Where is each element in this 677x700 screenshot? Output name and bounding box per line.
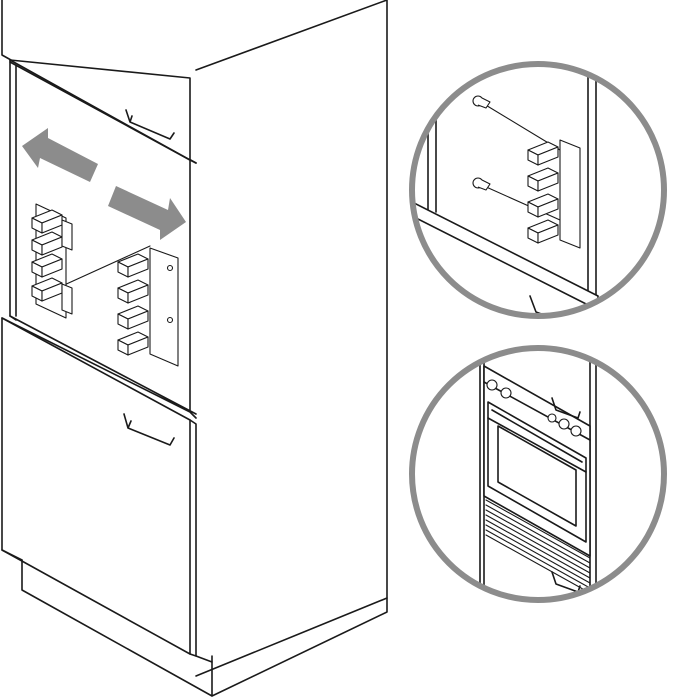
oven-knob <box>486 379 498 391</box>
oven-vent <box>485 499 591 594</box>
tall-cabinet <box>1 0 388 697</box>
oven-installed-detail <box>409 345 667 603</box>
oven-knob <box>547 413 557 423</box>
move-out-arrow <box>22 128 98 182</box>
lower-door-handle <box>123 413 175 446</box>
oven-niche-left-wall <box>9 61 17 321</box>
bracket-alignment-line <box>61 245 151 287</box>
oven-knob <box>558 418 570 430</box>
cabinet-side-panel <box>195 0 388 677</box>
detail-circle-top <box>409 61 667 319</box>
bracket-screw-detail <box>409 61 667 319</box>
upper-door-handle <box>125 109 175 140</box>
oven-window <box>497 425 577 527</box>
detail-circle-bottom <box>409 345 667 603</box>
oven-knob <box>500 387 512 399</box>
oven-knob <box>570 425 582 437</box>
screw <box>472 177 491 191</box>
screw <box>472 95 491 109</box>
niche-shelf <box>1 315 197 419</box>
move-in-arrow <box>108 186 186 240</box>
right-bracket-set <box>117 247 179 367</box>
left-bracket-set <box>31 203 73 319</box>
cabinet-plinth <box>21 559 388 697</box>
lower-door <box>1 317 191 655</box>
